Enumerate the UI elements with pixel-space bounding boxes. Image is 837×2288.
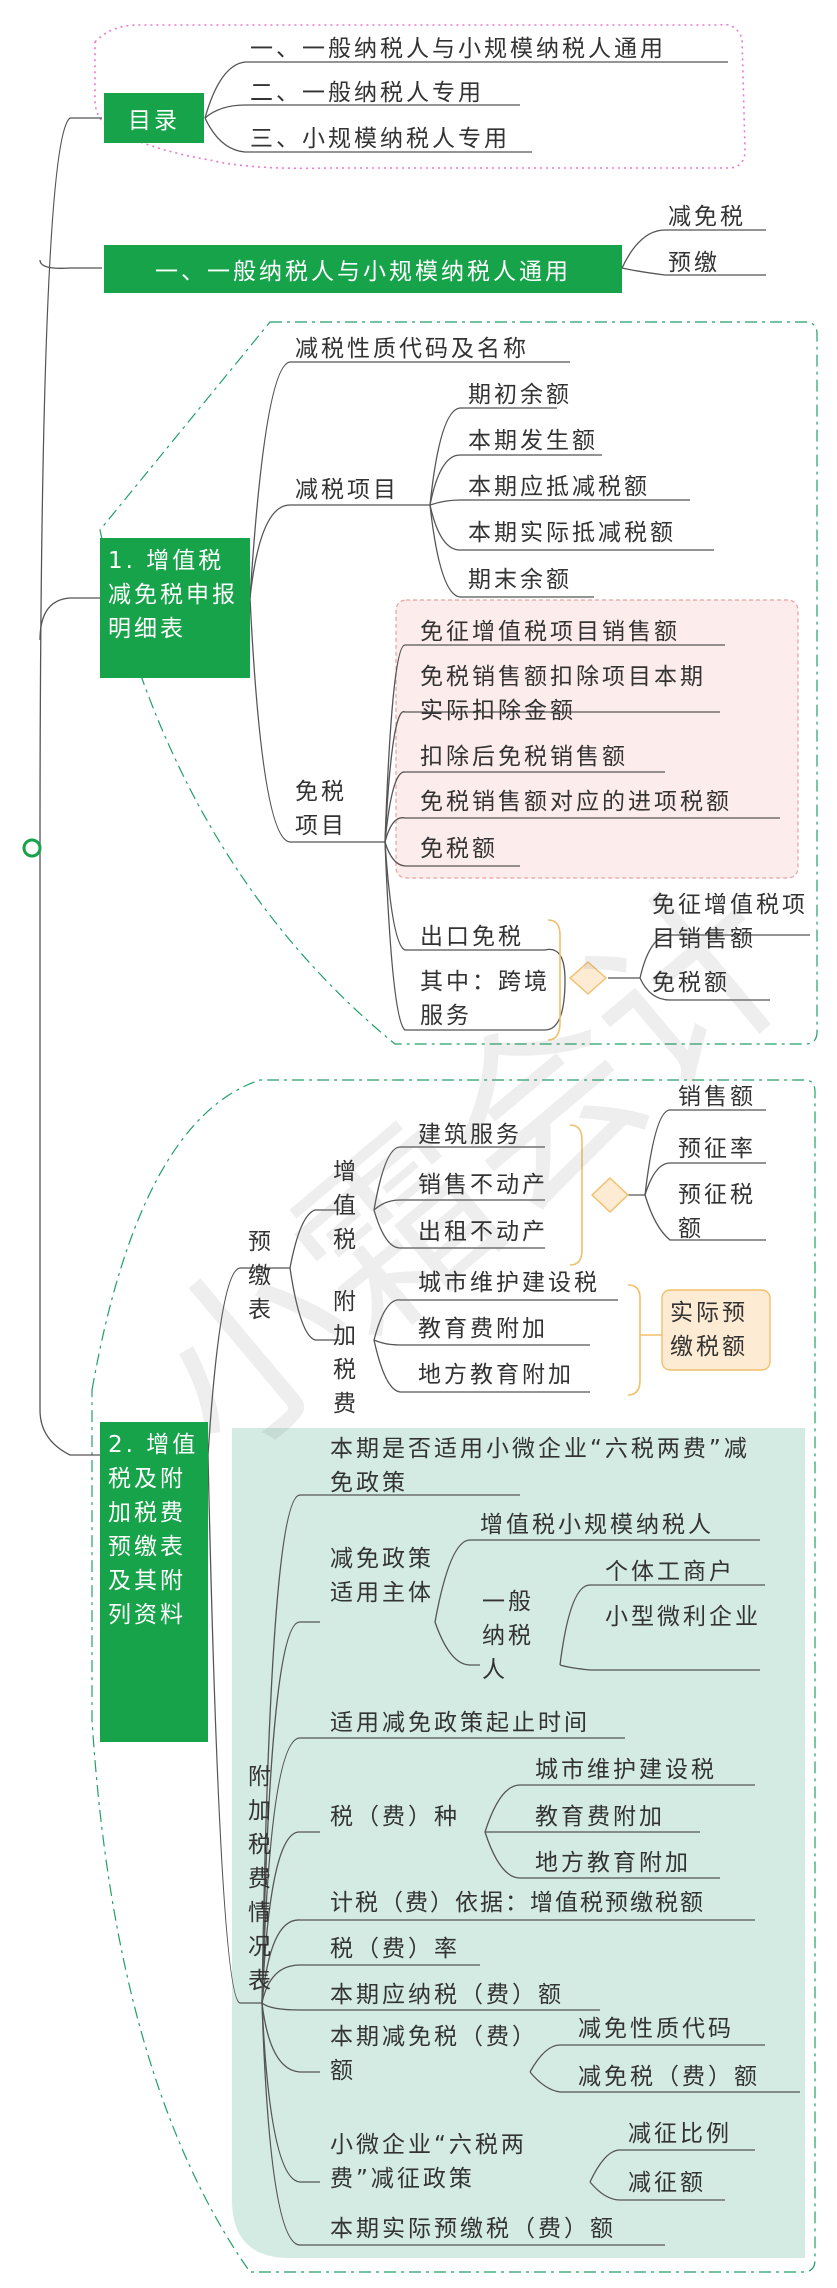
detail-code-name[interactable]: 减税性质代码及名称 (295, 336, 529, 362)
vat-child-1[interactable]: 建筑服务 (418, 1122, 522, 1148)
attach-teal-area (232, 1428, 805, 2258)
surtax-actual-prepay[interactable]: 实际预缴税额 (670, 1300, 748, 1360)
attach-tax-kind-3[interactable]: 地方教育附加 (535, 1850, 691, 1876)
attach-reduce[interactable]: 本期减免税（费）额 (330, 2024, 527, 2084)
exempt-child-2[interactable]: 免税销售额扣除项目本期实际扣除金额 (420, 664, 706, 724)
attach-subject[interactable]: 减免政策适用主体 (330, 1546, 434, 1606)
exempt-child-3[interactable]: 扣除后免税销售额 (420, 744, 628, 770)
reduce-child-3[interactable]: 本期应抵减税额 (468, 474, 650, 500)
vat-field-rate[interactable]: 预征率 (678, 1136, 756, 1162)
export-exempt[interactable]: 出口免税 (420, 924, 524, 950)
prepay-table[interactable]: 预缴表 (248, 1229, 274, 1323)
attach-reduce-amount[interactable]: 减免税（费）额 (578, 2064, 760, 2090)
reduce-child-1[interactable]: 期初余额 (468, 382, 572, 408)
export-child-tax[interactable]: 免税额 (652, 970, 730, 996)
toc-item-1[interactable]: 一、一般纳税人与小规模纳税人通用 (250, 36, 666, 62)
detail-region-frame (99, 321, 818, 1045)
attach-small-scale[interactable]: 增值税小规模纳税人 (480, 1512, 714, 1538)
surtax-child-1[interactable]: 城市维护建设税 (418, 1270, 600, 1296)
prepay-title[interactable]: 2. 增值税及附加税费预缴表及其附列资料 (100, 1422, 208, 1742)
exempt-child-5[interactable]: 免税额 (420, 836, 498, 862)
vat-child-3[interactable]: 出租不动产 (418, 1219, 548, 1245)
attach-general[interactable]: 一般纳税人 (482, 1589, 534, 1683)
attach-micro[interactable]: 小型微利企业 (605, 1604, 761, 1630)
attach-start-time[interactable]: 适用减免政策起止时间 (330, 1710, 590, 1736)
detail-title[interactable]: 1. 增值税减免税申报明细表 (100, 538, 250, 678)
attach-levy-amount[interactable]: 减征额 (628, 2170, 706, 2196)
reduce-child-2[interactable]: 本期发生额 (468, 428, 598, 454)
actual-prepay-box (661, 1289, 771, 1371)
attach-payable[interactable]: 本期应纳税（费）额 (330, 1982, 564, 2008)
attach-actual[interactable]: 本期实际预缴税（费）额 (330, 2216, 616, 2242)
section1-child-prepay[interactable]: 预缴 (668, 250, 720, 276)
surtax-child-3[interactable]: 地方教育附加 (418, 1362, 574, 1388)
surtax-child-2[interactable]: 教育费附加 (418, 1316, 548, 1342)
attach-six-tax-levy[interactable]: 小微企业“六税两费”减征政策 (330, 2132, 527, 2192)
toc-title[interactable]: 目录 (104, 93, 204, 143)
prepay-region-frame (91, 1079, 816, 2273)
root-node-icon (22, 838, 42, 858)
prepay-surtax[interactable]: 附加税费 (333, 1289, 359, 1417)
attach-reduce-code[interactable]: 减免性质代码 (578, 2016, 734, 2042)
exempt-child-4[interactable]: 免税销售额对应的进项税额 (420, 789, 732, 815)
section1-child-reduce[interactable]: 减免税 (668, 204, 746, 230)
export-cross-border[interactable]: 其中：跨境服务 (420, 969, 550, 1029)
attach-rate[interactable]: 税（费）率 (330, 1936, 460, 1962)
attach-title[interactable]: 附加税费情况表 (248, 1764, 274, 1994)
reduce-child-5[interactable]: 期末余额 (468, 567, 572, 593)
attach-six-tax[interactable]: 本期是否适用小微企业“六税两费”减免政策 (330, 1436, 750, 1496)
detail-reduce-item[interactable]: 减税项目 (295, 477, 399, 503)
attach-tax-kind[interactable]: 税（费）种 (330, 1804, 460, 1830)
attach-levy-ratio[interactable]: 减征比例 (628, 2121, 732, 2147)
vat-diamond (590, 1177, 630, 1213)
vat-child-2[interactable]: 销售不动产 (418, 1172, 548, 1198)
section1-title[interactable]: 一、一般纳税人与小规模纳税人通用 (104, 245, 622, 293)
attach-individual[interactable]: 个体工商户 (605, 1559, 735, 1585)
vat-field-sales[interactable]: 销售额 (678, 1084, 756, 1110)
export-child-sales[interactable]: 免征增值税项目销售额 (652, 892, 808, 952)
vat-field-tax[interactable]: 预征税额 (678, 1182, 756, 1242)
exempt-pink-box (395, 599, 799, 879)
detail-exempt-item[interactable]: 免税项目 (295, 779, 347, 839)
toc-item-2[interactable]: 二、一般纳税人专用 (250, 80, 484, 106)
attach-tax-kind-2[interactable]: 教育费附加 (535, 1804, 665, 1830)
prepay-vat[interactable]: 增值税 (333, 1159, 359, 1253)
attach-basis[interactable]: 计税（费）依据：增值税预缴税额 (330, 1890, 705, 1916)
export-diamond (568, 961, 608, 995)
attach-tax-kind-1[interactable]: 城市维护建设税 (535, 1757, 717, 1783)
exempt-child-1[interactable]: 免征增值税项目销售额 (420, 619, 680, 645)
toc-item-3[interactable]: 三、小规模纳税人专用 (250, 126, 510, 152)
reduce-child-4[interactable]: 本期实际抵减税额 (468, 520, 676, 546)
